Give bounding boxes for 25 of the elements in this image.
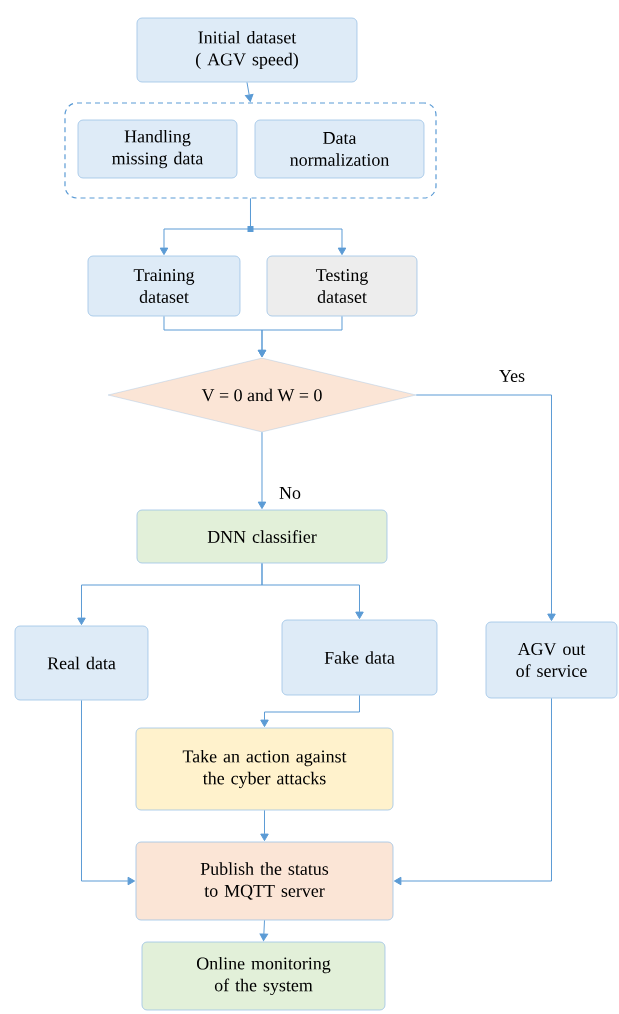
- arrow: [257, 431, 267, 510]
- arrow: [415, 394, 556, 622]
- arrow: [393, 697, 552, 886]
- arrow: [259, 919, 269, 942]
- process-box: Publish the status to MQTT server: [135, 841, 394, 921]
- process-box: Testing dataset: [266, 255, 418, 317]
- process-box: Initial dataset ( AGV speed): [136, 17, 358, 83]
- edge-label: No: [278, 486, 302, 500]
- process-box: DNN classifier: [136, 509, 388, 564]
- edge-label: Yes: [497, 369, 527, 383]
- arrow: [81, 699, 136, 886]
- arrow: [245, 81, 254, 102]
- arrow: [261, 562, 364, 620]
- arrow: [257, 315, 343, 358]
- arrow: [260, 809, 269, 842]
- process-box: Training dataset: [87, 255, 241, 317]
- process-box: Data normalization: [254, 119, 425, 179]
- process-box: Handling missing data: [77, 119, 238, 179]
- process-box: Take an action against the cyber attacks: [135, 727, 394, 811]
- process-box: AGV out of service: [485, 621, 618, 699]
- process-box: Fake data: [281, 619, 438, 696]
- arrow: [250, 198, 347, 256]
- process-box: Online monitoring of the system: [141, 941, 386, 1011]
- arrow: [260, 694, 360, 728]
- process-box: Real data: [14, 625, 149, 701]
